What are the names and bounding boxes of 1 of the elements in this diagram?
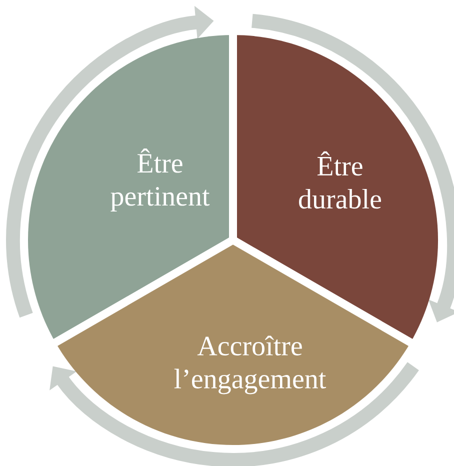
pie-sector: Accroître l’engagement xyxy=(48,236,418,446)
